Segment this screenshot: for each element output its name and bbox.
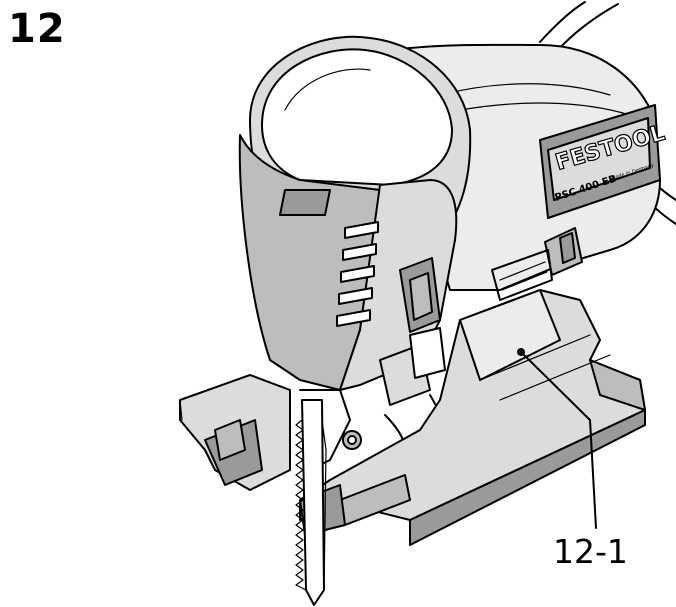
callout-leader bbox=[517, 348, 597, 529]
side-switch bbox=[491, 227, 583, 301]
brand-plate: FESTOOL PSC 400 EB Made in Germany bbox=[539, 104, 668, 219]
vent-slots bbox=[336, 221, 379, 327]
figure-number: 12 bbox=[8, 6, 66, 52]
base-plate-adapter bbox=[299, 289, 646, 546]
blade-guide bbox=[299, 327, 447, 501]
base-plate-left bbox=[179, 374, 291, 491]
callout-label-12-1: 12-1 bbox=[553, 532, 628, 571]
saw-blade bbox=[295, 399, 327, 606]
